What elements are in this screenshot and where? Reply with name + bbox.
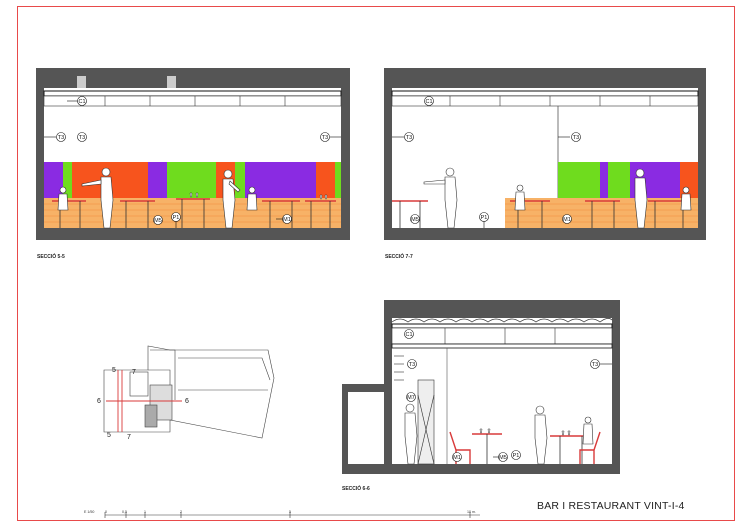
tag-m5-label: M5 xyxy=(411,217,419,223)
tag-t3-label: T3 xyxy=(58,135,64,141)
tag-p1-label: P1 xyxy=(513,453,520,459)
tag-m1-label: M1 xyxy=(283,217,291,223)
section-mark-7: 7 xyxy=(132,369,136,376)
caption-section-5-5: SECCIÓ 5-5 xyxy=(37,254,65,260)
tag-t3-label: T3 xyxy=(409,362,415,368)
tag-c1-label: C1 xyxy=(78,99,85,105)
scale-label: E 1/50 xyxy=(84,510,94,514)
section-mark-6: 6 xyxy=(97,398,101,405)
tag-t3-label: T3 xyxy=(573,135,579,141)
section-mark-7: 7 xyxy=(127,434,131,441)
sheet-frame xyxy=(17,6,735,521)
tag-c1 xyxy=(77,96,87,106)
section-mark-5: 5 xyxy=(107,432,111,439)
tag-c1-label: C1 xyxy=(425,99,432,105)
person-figures xyxy=(404,403,594,465)
sheet-title: BAR I RESTAURANT VINT-I-4 xyxy=(537,500,685,512)
tag-t3-label: T3 xyxy=(79,135,85,141)
caption-section-6-6: SECCIÓ 6-6 xyxy=(342,486,370,492)
tag-t3-label: T3 xyxy=(406,135,412,141)
scale-tick: 1 xyxy=(144,510,146,514)
scale-tick: 10 m. xyxy=(467,510,476,514)
scale-tick: 0 xyxy=(105,510,107,514)
tag-p1-label: P1 xyxy=(481,215,488,221)
floor-plan xyxy=(103,345,275,439)
scale-tick: 5 xyxy=(289,510,291,514)
section-5-5: C1 T3 T3 T3 M5 P1 M1 xyxy=(36,68,350,240)
tag-t3-label: T3 xyxy=(592,362,598,368)
tag-m7-label: M7 xyxy=(407,395,415,401)
scale-bar: E 1/50 0 0,5 1 2 5 10 m. xyxy=(84,510,480,518)
section-6-6: C1 T3 T3 M7 M1 M5 P1 xyxy=(342,300,620,474)
tag-m1-label: M1 xyxy=(563,217,571,223)
tag-m5-label: M5 xyxy=(154,218,162,224)
tag-m5-label: M5 xyxy=(499,455,507,461)
tag-c1-label: C1 xyxy=(405,332,412,338)
person-figures xyxy=(423,167,692,229)
section-mark-5: 5 xyxy=(112,367,116,374)
person-figures xyxy=(57,167,258,229)
scale-tick: 0,5 xyxy=(122,510,127,514)
section-mark-6: 6 xyxy=(185,398,189,405)
tag-m1-label: M1 xyxy=(453,455,461,461)
tag-p1-label: P1 xyxy=(173,215,180,221)
scale-tick: 2 xyxy=(180,510,182,514)
section-7-7: C1 T3 T3 M5 P1 M1 xyxy=(384,68,706,240)
caption-section-7-7: SECCIÓ 7-7 xyxy=(385,254,413,260)
tag-t3-label: T3 xyxy=(322,135,328,141)
